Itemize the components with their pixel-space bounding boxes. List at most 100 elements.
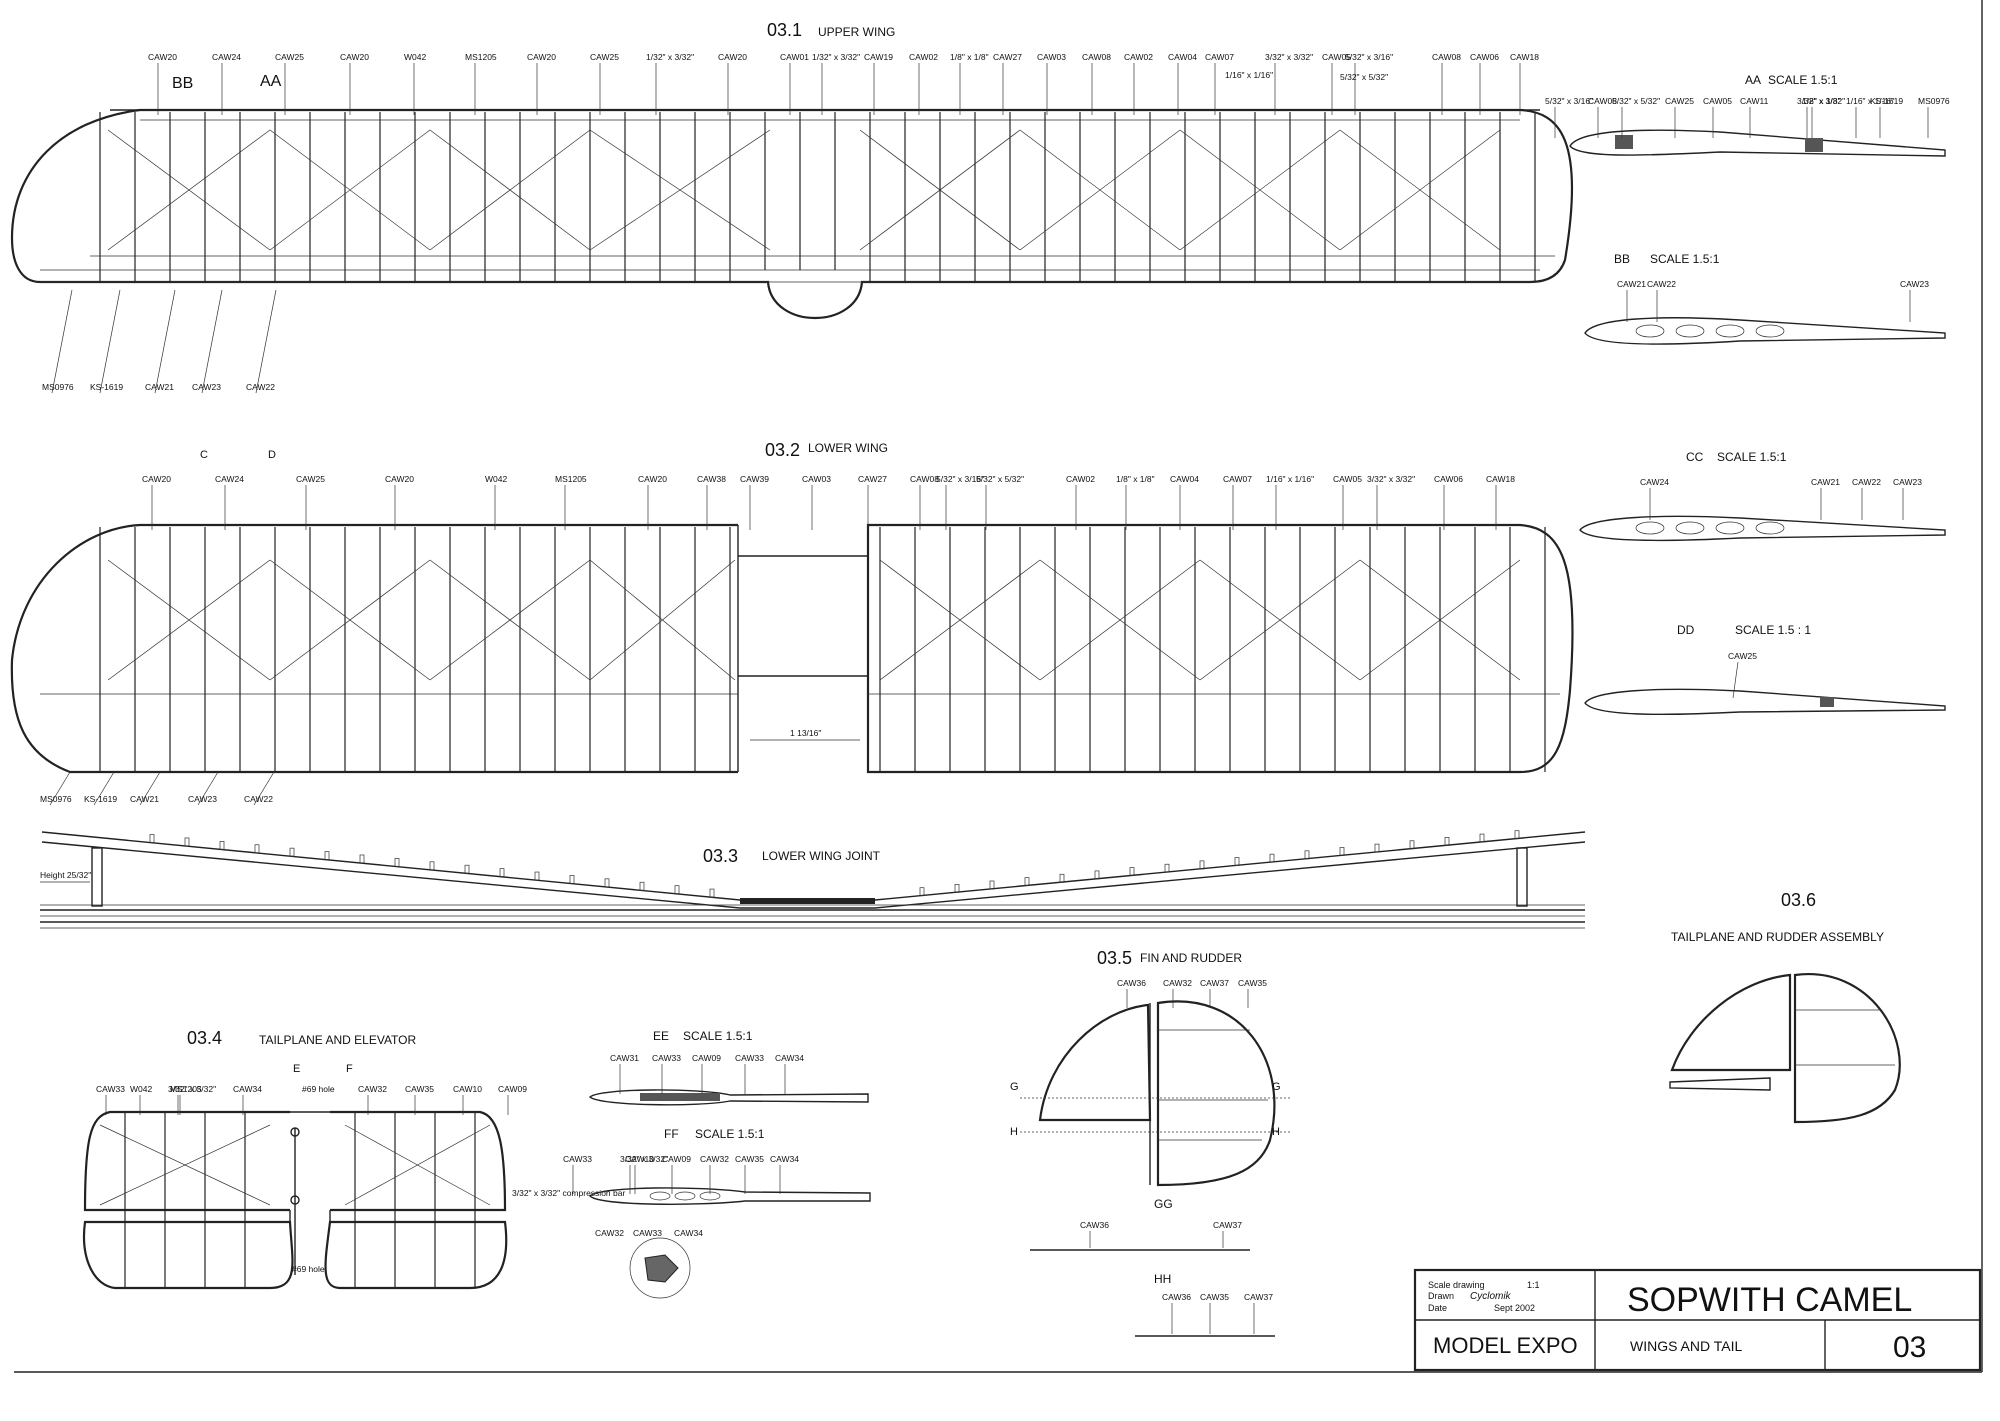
joint-rib-stub — [1024, 877, 1030, 886]
callout-label: CAW25 — [590, 52, 619, 62]
callout-label: MS1205 — [170, 1084, 202, 1094]
upper-brace — [269, 129, 431, 251]
cc-scale: SCALE 1.5:1 — [1717, 450, 1787, 464]
tail-title: TAILPLANE AND ELEVATOR — [259, 1033, 417, 1047]
bb-lightening-holes — [1635, 324, 1785, 338]
callout-label: CAW33 — [563, 1154, 592, 1164]
callout-label: 1/8" x 1/8" — [1802, 96, 1841, 106]
callout-label: CAW22 — [244, 794, 273, 804]
date-label: Date — [1428, 1303, 1447, 1313]
fin-outline — [1038, 1003, 1152, 1122]
callout-label: CAW34 — [674, 1228, 703, 1238]
callout-label: CAW04 — [1170, 474, 1199, 484]
callout-label: CAW02 — [909, 52, 938, 62]
bb-hole — [1755, 324, 1785, 338]
callout-label: CAW37 — [1244, 1292, 1273, 1302]
callout-label: CAW36 — [1117, 978, 1146, 988]
joint-rib-stub — [359, 854, 365, 864]
callout-label: CAW35 — [1200, 1292, 1229, 1302]
callout-leader — [139, 771, 161, 806]
joint-rib-stub — [1059, 873, 1065, 883]
cc-id: CC — [1686, 450, 1704, 464]
ff-lightening-hole-2 — [674, 1191, 696, 1201]
callout-label: KS-1619 — [90, 382, 123, 392]
joint-height: Height 25/32" — [40, 870, 91, 880]
lower-brace — [107, 559, 271, 681]
callout-label: 1/16" x 1/16" — [1266, 474, 1314, 484]
assembly-rudder — [1793, 973, 1901, 1124]
joint-rib-stub — [709, 888, 715, 898]
callout-label: CAW25 — [1728, 651, 1757, 661]
lower-brace — [269, 559, 431, 681]
fin-title: FIN AND RUDDER — [1140, 951, 1242, 965]
joint-rib-stub — [464, 864, 470, 874]
callout-leader — [51, 289, 73, 394]
joint-rib-stub — [1094, 870, 1100, 880]
joint-rib-stub — [184, 837, 190, 847]
lower-brace — [879, 559, 1041, 681]
callout-label: CAW08 — [1588, 96, 1617, 106]
ff-scale: SCALE 1.5:1 — [695, 1127, 765, 1141]
lower-brace — [589, 559, 736, 681]
callout-label: CAW20 — [718, 52, 747, 62]
callout-label: W042 — [404, 52, 426, 62]
lower-brace — [1359, 559, 1521, 681]
callout-label: CAW27 — [993, 52, 1022, 62]
callout-label: CAW11 — [1740, 96, 1769, 106]
callout-label: CAW23 — [188, 794, 217, 804]
callout-label: CAW05 — [1703, 96, 1732, 106]
callout-label: CAW38 — [697, 474, 726, 484]
cc-hole — [1635, 521, 1665, 535]
callout-label: 5/32" x 3/16" — [1545, 96, 1593, 106]
callout-leader — [253, 771, 275, 806]
callout-leader — [99, 289, 121, 394]
joint-rib-stub — [1304, 850, 1310, 860]
joint-spar-upper — [41, 831, 1586, 901]
sheet-number: 03 — [1893, 1331, 1926, 1364]
marker-g-right: G — [1272, 1081, 1281, 1093]
dd-scale: SCALE 1.5 : 1 — [1735, 623, 1811, 637]
callout-label: CAW37 — [1213, 1220, 1242, 1230]
callout-label: CAW02 — [1124, 52, 1153, 62]
joint-rib-stub — [1339, 847, 1345, 856]
callout-label: CAW21 — [1617, 279, 1646, 289]
tail-elevator-outline — [82, 1220, 508, 1290]
callout-leader — [197, 771, 219, 806]
callout-label: W042 — [130, 1084, 152, 1094]
marker-bb: BB — [172, 75, 193, 92]
callout-label: MS1205 — [555, 474, 587, 484]
tail-brace-4 — [344, 1124, 491, 1206]
callout-label: 5/32" x 5/32" — [976, 474, 1024, 484]
joint-rib-stub — [1374, 843, 1380, 853]
callout-leader — [201, 289, 223, 394]
bb-scale: SCALE 1.5:1 — [1650, 252, 1720, 266]
joint-rib-stub — [604, 878, 610, 888]
callout-label: CAW23 — [192, 382, 221, 392]
upper-brace — [1339, 129, 1501, 251]
ff-id: FF — [664, 1127, 679, 1141]
callout-leader — [49, 771, 71, 806]
drawing-title: SOPWITH CAMEL — [1627, 1281, 1912, 1319]
joint-rib-stub — [219, 840, 225, 850]
aa-id: AA — [1745, 73, 1761, 87]
callout-label: CAW08 — [1432, 52, 1461, 62]
upper-brace — [589, 129, 771, 251]
callout-label: 1/8" x 1/8" — [1116, 474, 1155, 484]
upper-brace — [429, 129, 591, 251]
joint-rib-stub — [1479, 833, 1485, 843]
scale-label: Scale drawing — [1428, 1280, 1485, 1290]
callout-label: CAW09 — [662, 1154, 691, 1164]
callout-label: CAW20 — [148, 52, 177, 62]
callout-label: CAW09 — [498, 1084, 527, 1094]
tail-hole-bottom — [290, 1195, 300, 1205]
dd-spar — [1820, 697, 1834, 707]
bb-id: BB — [1614, 252, 1630, 266]
